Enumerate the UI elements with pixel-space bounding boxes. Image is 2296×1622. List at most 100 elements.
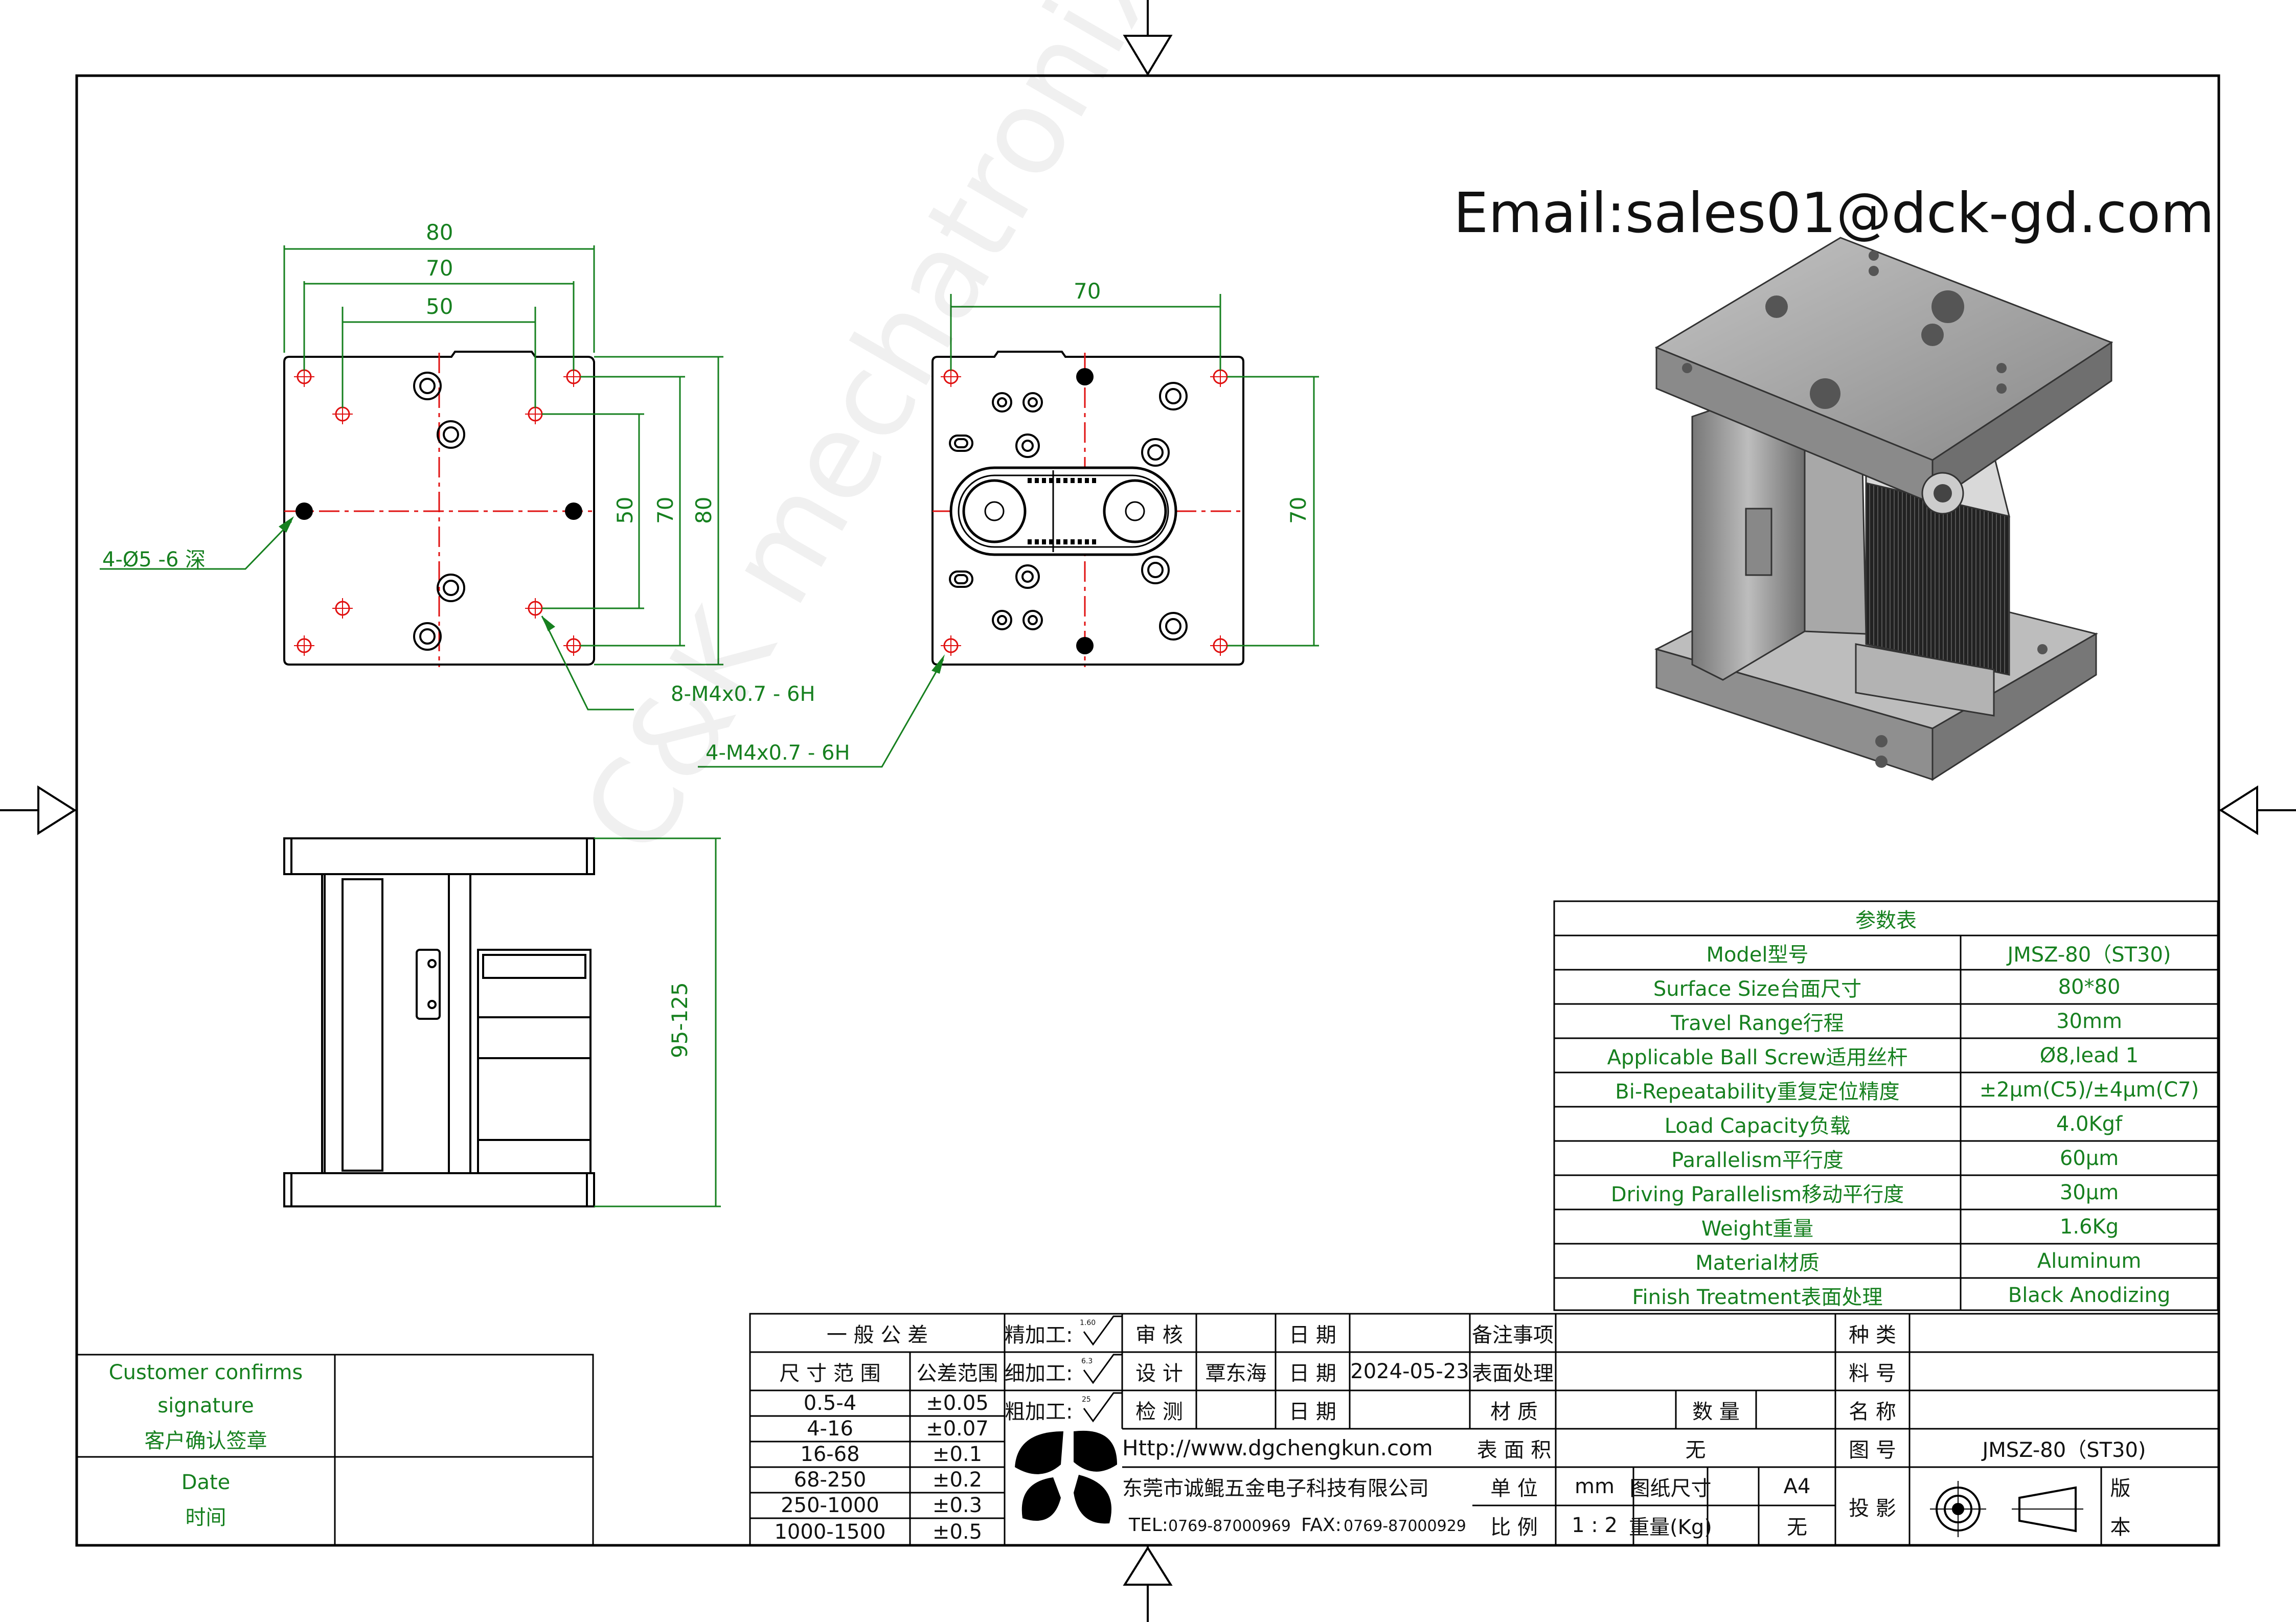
customer-confirm-line1: Customer confirms xyxy=(108,1361,303,1384)
param-label: Applicable Ball Screw适用丝杆 xyxy=(1607,1045,1908,1069)
tolerance-value: ±0.2 xyxy=(932,1468,983,1492)
top-view xyxy=(100,245,723,711)
param-label: Weight重量 xyxy=(1701,1217,1814,1241)
tolerance-range: 16-68 xyxy=(800,1443,860,1466)
roughness-fine-value: 1.60 xyxy=(1080,1319,1096,1327)
tolerance-header: 一 般 公 差 xyxy=(826,1323,928,1347)
company-website[interactable]: Http://www.dgchengkun.com xyxy=(1122,1435,1433,1460)
dim-50-horizontal: 50 xyxy=(426,294,453,319)
drawing-no-value: JMSZ-80（ST30) xyxy=(1982,1438,2146,1462)
dim-height: 95-125 xyxy=(667,982,692,1058)
dim-70-horizontal: 70 xyxy=(426,256,453,281)
email-address: Email:sales01@dck-gd.com xyxy=(1453,181,2215,245)
review-date-label: 日 期 xyxy=(1289,1323,1336,1347)
hole-callout: 4-Ø5 -6 深 xyxy=(102,548,206,572)
material-no-label: 料 号 xyxy=(1849,1361,1896,1385)
tolerance-range: 4-16 xyxy=(807,1417,853,1441)
category-label: 种 类 xyxy=(1849,1323,1896,1347)
tolerance-value: ±0.07 xyxy=(926,1417,989,1441)
param-value: Aluminum xyxy=(2037,1249,2142,1273)
dim-70-vertical: 70 xyxy=(653,496,678,524)
weight-value: 无 xyxy=(1787,1516,1807,1539)
name-label: 名 称 xyxy=(1849,1400,1896,1424)
param-label: Travel Range行程 xyxy=(1671,1011,1844,1035)
title-block-lines xyxy=(749,1313,2220,1546)
tolerance-range: 1000-1500 xyxy=(774,1520,886,1544)
side-view xyxy=(283,837,721,1207)
param-value: 4.0Kgf xyxy=(2056,1112,2123,1136)
projection-symbol xyxy=(1930,1481,2083,1537)
machining-fine: 精加工: xyxy=(1005,1323,1073,1347)
thread-callout-4: 4-M4x0.7 - 6H xyxy=(706,741,850,765)
quantity-label: 数 量 xyxy=(1692,1400,1740,1424)
roughness-rough-value: 25 xyxy=(1082,1396,1091,1404)
param-label: Model型号 xyxy=(1706,943,1809,967)
company-logo xyxy=(1015,1430,1117,1524)
company-fax: 0769-87000929 xyxy=(1344,1517,1466,1535)
paper-size-label: 图纸尺寸 xyxy=(1629,1476,1712,1500)
material-label: 材 质 xyxy=(1490,1400,1538,1424)
customer-box-lines xyxy=(76,1354,594,1546)
param-value: 30μm xyxy=(2059,1180,2119,1204)
customer-confirm-line3: 客户确认签章 xyxy=(144,1429,267,1453)
param-value: 1.6Kg xyxy=(2059,1215,2119,1239)
param-value: 60μm xyxy=(2059,1146,2119,1170)
tolerance-value: ±0.1 xyxy=(932,1443,983,1466)
dim-80-horizontal: 80 xyxy=(426,220,453,245)
param-value: 80*80 xyxy=(2058,975,2121,999)
thread-callout-8: 8-M4x0.7 - 6H xyxy=(671,682,815,706)
company-fax-label: FAX: xyxy=(1301,1515,1342,1536)
tolerance-value: ±0.5 xyxy=(932,1520,983,1544)
dim-70-bottom-vertical: 70 xyxy=(1286,496,1311,524)
designer-name: 覃东海 xyxy=(1205,1361,1267,1385)
version-label-2: 本 xyxy=(2110,1516,2131,1539)
iso-model xyxy=(1654,237,2113,781)
paper-size-value: A4 xyxy=(1783,1474,1811,1498)
inspect-label: 检 测 xyxy=(1135,1400,1183,1424)
design-label: 设 计 xyxy=(1135,1361,1183,1385)
roughness-symbols xyxy=(1083,1315,1122,1423)
param-table-title: 参数表 xyxy=(1855,908,1917,932)
param-label: Surface Size台面尺寸 xyxy=(1653,977,1862,1001)
tolerance-range: 68-250 xyxy=(793,1468,867,1492)
company-tel: 0769-87000969 xyxy=(1168,1517,1291,1535)
scale-label: 比 例 xyxy=(1490,1516,1538,1539)
param-value: JMSZ-80（ST30) xyxy=(2007,943,2171,967)
dim-80-vertical: 80 xyxy=(691,496,716,524)
roughness-medium-value: 6.3 xyxy=(1081,1357,1093,1365)
unit-label: 单 位 xyxy=(1490,1476,1538,1500)
customer-date-en: Date xyxy=(181,1471,231,1494)
param-label: Finish Treatment表面处理 xyxy=(1632,1285,1883,1309)
weight-label: 重量(Kg) xyxy=(1629,1516,1712,1539)
param-label: Parallelism平行度 xyxy=(1671,1148,1844,1172)
param-label: Material材质 xyxy=(1695,1251,1820,1275)
area-label: 表 面 积 xyxy=(1476,1438,1552,1462)
param-label: Bi-Repeatability重复定位精度 xyxy=(1615,1080,1900,1104)
company-tel-label: TEL: xyxy=(1129,1515,1168,1536)
dim-50-vertical: 50 xyxy=(612,496,638,524)
tolerance-col-range: 尺 寸 范 围 xyxy=(779,1361,881,1385)
tolerance-col-tol: 公差范围 xyxy=(916,1361,998,1385)
tolerance-range: 250-1000 xyxy=(781,1494,879,1517)
machining-medium: 细加工: xyxy=(1005,1361,1073,1385)
param-label: Load Capacity负载 xyxy=(1664,1114,1851,1138)
version-label-1: 版 xyxy=(2110,1476,2131,1500)
review-label: 审 核 xyxy=(1135,1323,1183,1347)
remarks-label: 备注事项 xyxy=(1472,1323,1554,1347)
param-value: Ø8,lead 1 xyxy=(2039,1043,2139,1067)
unit-value: mm xyxy=(1575,1474,1615,1498)
bottom-view xyxy=(698,294,1319,768)
area-value: 无 xyxy=(1685,1438,1706,1462)
param-label: Driving Parallelism移动平行度 xyxy=(1610,1182,1904,1206)
design-date-label: 日 期 xyxy=(1289,1361,1336,1385)
tolerance-range: 0.5-4 xyxy=(803,1391,857,1415)
dim-70-bottom-horizontal: 70 xyxy=(1074,279,1101,304)
company-name: 东莞市诚鲲五金电子科技有限公司 xyxy=(1122,1476,1429,1500)
projection-label: 投 影 xyxy=(1849,1496,1896,1520)
surface-label: 表面处理 xyxy=(1472,1361,1554,1385)
drawing-no-label: 图 号 xyxy=(1849,1438,1896,1462)
scale-value: 1 : 2 xyxy=(1572,1514,1618,1537)
machining-rough: 粗加工: xyxy=(1005,1400,1073,1424)
customer-date-cn: 时间 xyxy=(185,1506,226,1529)
